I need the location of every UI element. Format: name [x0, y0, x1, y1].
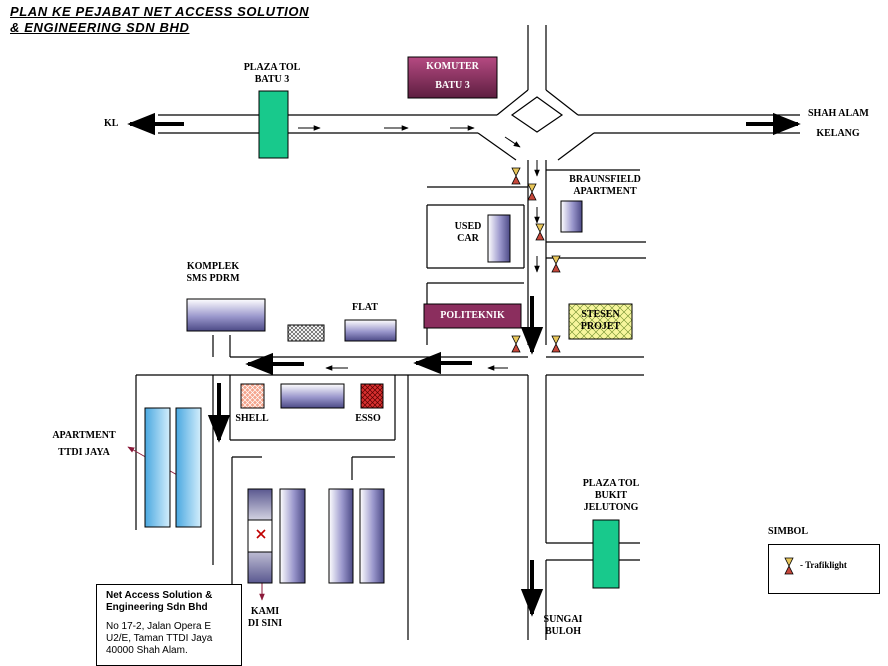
esso-station [360, 383, 384, 409]
page-title-line1: PLAN KE PEJABAT NET ACCESS SOLUTION [10, 4, 310, 19]
apartment-line2: TTDI JAYA [58, 447, 110, 458]
petrol-kiosk [280, 383, 345, 409]
kl-label: KL [104, 118, 119, 129]
legend-title: SIMBOL [768, 526, 809, 537]
flat-building [344, 319, 397, 342]
komuter-line1: KOMUTER [426, 61, 479, 72]
plaza-tol-bukit-line2: BUKIT [594, 490, 628, 501]
plaza-tol-bukit-line1: PLAZA TOL [582, 478, 640, 489]
plaza-tol-batu3-line2: BATU 3 [254, 74, 290, 85]
kelang-label: KELANG [816, 128, 860, 139]
braunsfield-line1: BRAUNSFIELD [569, 174, 641, 185]
braunsfield-line2: APARTMENT [573, 186, 637, 197]
stesen-projet-building [568, 303, 633, 340]
komuter-label: KOMUTER BATU 3 [408, 59, 497, 93]
apartment-ttdi-label: APARTMENT TTDI JAYA [36, 430, 132, 459]
stesen-line1: STESEN [581, 309, 620, 320]
komplek-line2: SMS PDRM [186, 273, 240, 284]
komuter-building [407, 56, 498, 99]
used-car-building [487, 214, 511, 263]
apartment-block-2 [175, 407, 202, 528]
road-network [135, 25, 800, 640]
legend-box: - Trafiklight [768, 544, 880, 594]
komplek-label: KOMPLEK SMS PDRM [172, 261, 254, 285]
shell-station [240, 383, 265, 409]
politeknik-building [423, 303, 522, 329]
plaza-tol-batu3-line1: PLAZA TOL [243, 62, 301, 73]
address-line3: 40000 Shah Alam. [106, 645, 188, 656]
shah-alam-label: SHAH ALAM [808, 108, 869, 119]
office-block-4 [359, 488, 385, 584]
used-car-line1: USED [454, 221, 482, 232]
trafficlight-icon [784, 557, 794, 575]
kami-line2: DI SINI [247, 618, 283, 629]
shell-label: SHELL [235, 413, 269, 424]
stesen-projet-label: STESEN PROJET [569, 309, 632, 333]
kami-di-sini-label: KAMI DI SINI [240, 606, 290, 630]
page-title-line2: & ENGINEERING SDN BHD [10, 20, 190, 35]
plaza-tol-bukit-booth [592, 519, 620, 589]
esso-label: ESSO [355, 413, 381, 424]
sungai-buloh-line2: BULOH [544, 626, 582, 637]
address-line2: U2/E, Taman TTDI Jaya [106, 633, 213, 644]
sungai-buloh-line1: SUNGAI [543, 614, 583, 625]
sungai-buloh-label: SUNGAI BULOH [536, 614, 590, 638]
plaza-tol-batu3-booth [258, 90, 289, 159]
buildings [144, 56, 633, 589]
politeknik-label: POLITEKNIK [440, 310, 505, 321]
flat-label: FLAT [352, 302, 378, 313]
komuter-line2: BATU 3 [435, 80, 470, 91]
plaza-tol-bukit-label: PLAZA TOL BUKIT JELUTONG [566, 478, 656, 514]
komplek-line1: KOMPLEK [186, 261, 240, 272]
office-location-marker [256, 529, 266, 539]
apartment-line1: APARTMENT [52, 430, 116, 441]
company-name-line2: Engineering Sdn Bhd [106, 602, 208, 613]
used-car-line2: CAR [457, 233, 479, 244]
direction-arrows [127, 112, 801, 617]
braunsfield-label: BRAUNSFIELD APARTMENT [560, 174, 650, 198]
company-name: Net Access Solution & Engineering Sdn Bh… [106, 590, 241, 614]
komplek-building [186, 298, 266, 332]
company-name-line1: Net Access Solution & [106, 590, 213, 601]
plaza-tol-bukit-line3: JELUTONG [583, 502, 639, 513]
hatched-plot [287, 324, 325, 342]
legend-trafficlight-label: - Trafiklight [800, 560, 847, 570]
office-block-3 [328, 488, 354, 584]
plaza-tol-batu3-label: PLAZA TOL BATU 3 [232, 62, 312, 86]
kami-line1: KAMI [250, 606, 280, 617]
apartment-block-1 [144, 407, 171, 528]
stesen-line2: PROJET [580, 321, 621, 332]
used-car-label: USED CAR [444, 221, 492, 245]
address-box: Net Access Solution & Engineering Sdn Bh… [96, 584, 242, 666]
address-line1: No 17-2, Jalan Opera E [106, 621, 212, 632]
braunsfield-building [560, 200, 583, 233]
office-block-2 [279, 488, 306, 584]
